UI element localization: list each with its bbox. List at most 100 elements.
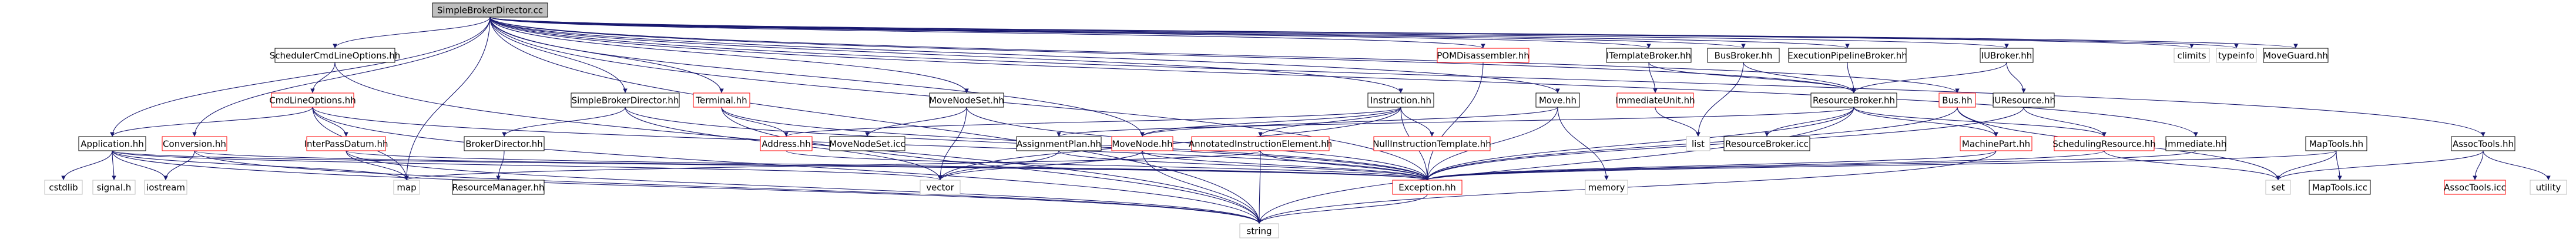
node-label: ResourceBroker.hh [1813,95,1895,106]
include-edge [489,16,969,94]
include-edge [404,16,491,181]
node-cmdlineoptions-hh[interactable]: CmdLineOptions.hh [269,92,356,108]
include-edge [1696,62,1744,137]
node-label: ImmediateUnit.hh [1615,95,1695,106]
node-label: ResourceBroker.icc [1725,139,1809,150]
node-label: CmdLineOptions.hh [269,95,356,106]
node-schedulercmdlineoptions-hh[interactable]: SchedulerCmdLineOptions.hh [270,48,401,63]
node-box [1367,92,1434,108]
node-assoctools-hh[interactable]: AssocTools.hh [2451,136,2515,151]
node-box [1810,92,1897,108]
include-edge [1853,107,1998,137]
node-brokerdirector-hh[interactable]: BrokerDirector.hh [464,136,545,151]
node-immediate-hh[interactable]: Immediate.hh [2165,136,2227,151]
node-conversion-hh[interactable]: Conversion.hh [162,136,227,151]
node-assoctools-icc[interactable]: AssocTools.icc [2444,180,2506,195]
node-label: AssignmentPlan.hh [1017,139,1101,150]
node-movenode-hh[interactable]: MoveNode.hh [1111,136,1173,151]
include-edge [865,107,967,137]
node-terminal-hh[interactable]: Terminal.hh [693,92,750,108]
node-resourcebroker-hh[interactable]: ResourceBroker.hh [1810,92,1897,108]
include-edge [721,107,789,137]
node-box [1980,48,2034,63]
node-maptools-icc[interactable]: MapTools.icc [2309,180,2371,195]
node-label: memory [1588,183,1625,193]
node-bus-hh[interactable]: Bus.hh [1938,92,1976,108]
node-interpassdatum-hh[interactable]: InterPassDatum.hh [304,136,388,151]
node-label: utility [2536,183,2561,193]
node-box [452,180,545,195]
node-itemplatebroker-hh[interactable]: ITemplateBroker.hh [1606,48,1692,63]
node-box [920,180,961,195]
node-box [1585,180,1628,195]
include-edge [1257,107,1854,224]
node-immediateunit-hh[interactable]: ImmediateUnit.hh [1615,92,1695,108]
node-label: IUBroker.hh [1981,51,2032,61]
include-edge [163,150,195,181]
node-iubroker-hh[interactable]: IUBroker.hh [1980,48,2034,63]
node-nullinstructiontemplate-hh[interactable]: NullInstructionTemplate.hh [1373,136,1491,151]
node-label: iostream [146,183,185,193]
node-string: string [1239,223,1279,238]
node-movenodeset-icc[interactable]: MoveNodeSet.icc [829,136,905,151]
node-label: MoveNodeSet.icc [829,139,905,150]
include-edge [1957,107,1998,137]
node-exception-hh[interactable]: Exception.hh [1392,180,1463,195]
node-address-hh[interactable]: Address.hh [760,136,813,151]
node-maptools-hh[interactable]: MapTools.hh [2305,136,2367,151]
include-edge [1425,150,2105,181]
node-moveguard-hh[interactable]: MoveGuard.hh [2263,48,2329,63]
node-pomdisassembler-hh[interactable]: POMDisassembler.hh [1437,48,1530,63]
include-edge [192,16,491,137]
include-edge [404,150,1261,181]
node-label: SchedulingResource.hh [2052,139,2155,150]
node-label: Address.hh [762,139,811,150]
node-simplebrokerdirector-hh[interactable]: SimpleBrokerDirector.hh [571,92,680,108]
node-busbroker-hh[interactable]: BusBroker.hh [1707,48,1780,63]
include-edge [1056,107,1854,137]
include-edge [489,16,1856,94]
node-resourcebroker-icc[interactable]: ResourceBroker.icc [1723,136,1810,151]
include-edge [2473,150,2484,181]
node-label: IUResource.hh [1992,95,2055,106]
node-schedulingresource-hh[interactable]: SchedulingResource.hh [2052,136,2156,151]
node-label: Exception.hh [1398,183,1456,193]
node-box [1373,136,1491,151]
node-annotatedinstructionelement-hh[interactable]: AnnotatedInstructionElement.hh [1189,136,1332,151]
node-box [1707,48,1780,63]
node-label: AnnotatedInstructionElement.hh [1189,139,1332,150]
node-label: Terminal.hh [695,95,747,106]
node-application-hh[interactable]: Application.hh [78,136,146,151]
node-instruction-hh[interactable]: Instruction.hh [1367,92,1434,108]
node-iuresource-hh[interactable]: IUResource.hh [1992,92,2055,108]
node-vector: vector [920,180,961,195]
node-label: InterPassDatum.hh [304,139,388,150]
node-box [2530,180,2567,195]
include-edge [1058,150,1430,181]
node-box [2174,48,2210,63]
node-signal-h: signal.h [92,180,136,195]
node-label: Conversion.hh [163,139,226,150]
node-executionpipelinebroker-hh[interactable]: ExecutionPipelineBroker.hh [1787,48,1907,63]
include-edge [1142,150,1430,181]
include-edge [502,107,626,137]
node-box [1606,48,1692,63]
node-label: map [397,183,416,193]
node-movenodeset-hh[interactable]: MoveNodeSet.hh [929,92,1004,108]
include-edge [1765,107,1854,137]
node-assignmentplan-hh[interactable]: AssignmentPlan.hh [1016,136,1102,151]
node-resourcemanager-hh[interactable]: ResourceManager.hh [452,180,545,195]
node-box [78,136,146,151]
node-move-hh[interactable]: Move.hh [1535,92,1580,108]
node-memory: memory [1585,180,1628,195]
include-edge [1258,107,1401,137]
include-edge [784,107,1401,137]
include-edge [786,150,1430,181]
node-utility: utility [2530,180,2567,195]
include-edge [2276,150,2337,181]
include-edge [110,107,313,137]
node-box [1239,223,1279,238]
node-box [2309,180,2371,195]
include-edge [1648,62,1856,94]
node-machinepart-hh[interactable]: MachinePart.hh [1960,136,2032,151]
